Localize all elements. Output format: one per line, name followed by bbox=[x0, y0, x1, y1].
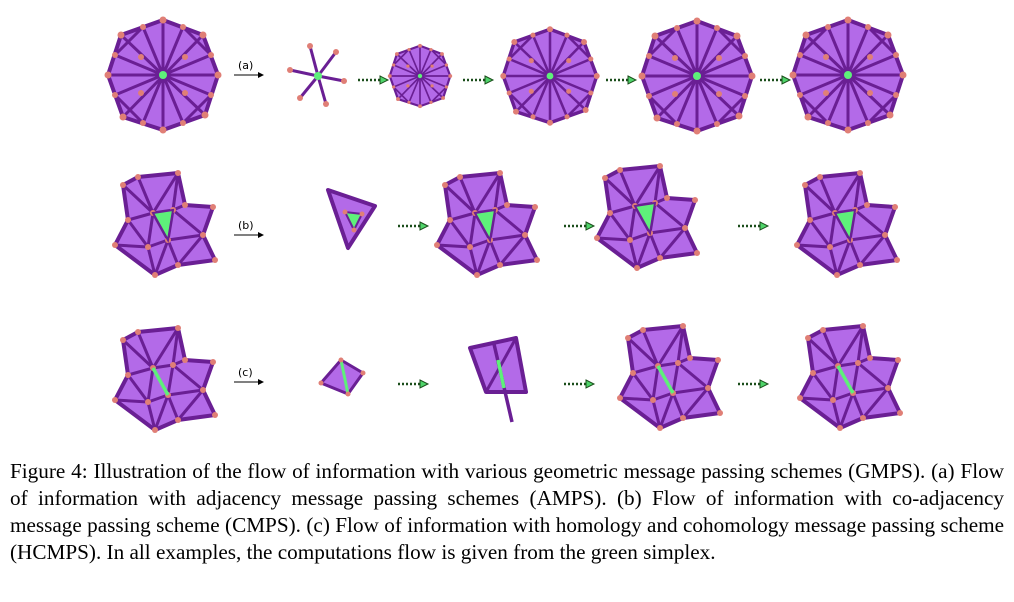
label-b: (b) bbox=[238, 219, 254, 232]
complex-a-full bbox=[102, 14, 224, 136]
label-a: (a) bbox=[238, 59, 253, 72]
complex-a-final bbox=[787, 14, 909, 136]
complex-b-final bbox=[792, 168, 902, 280]
figure-illustration: (a) (b) bbox=[102, 14, 909, 435]
complex-c-square bbox=[318, 357, 366, 397]
row-a: (a) bbox=[102, 14, 909, 137]
arrow-b-label: (b) bbox=[233, 219, 265, 239]
caption-prefix: Figure 4: bbox=[10, 459, 88, 483]
row-b: (b) bbox=[110, 161, 902, 280]
label-c: (c) bbox=[238, 366, 253, 379]
caption-text: Illustration of the flow of information … bbox=[10, 459, 1004, 564]
arrow-c-label: (c) bbox=[233, 366, 265, 386]
complex-c-middle bbox=[468, 336, 528, 423]
complex-c-full bbox=[110, 323, 220, 435]
complex-b-triangle bbox=[326, 188, 377, 250]
complex-b-full bbox=[110, 168, 220, 280]
figure-caption: Figure 4: Illustration of the flow of in… bbox=[10, 458, 1004, 566]
arrow-a-label: (a) bbox=[233, 59, 265, 79]
row-c: (c) bbox=[110, 321, 905, 435]
complex-a-star bbox=[287, 43, 347, 107]
complex-c-final bbox=[795, 321, 905, 433]
